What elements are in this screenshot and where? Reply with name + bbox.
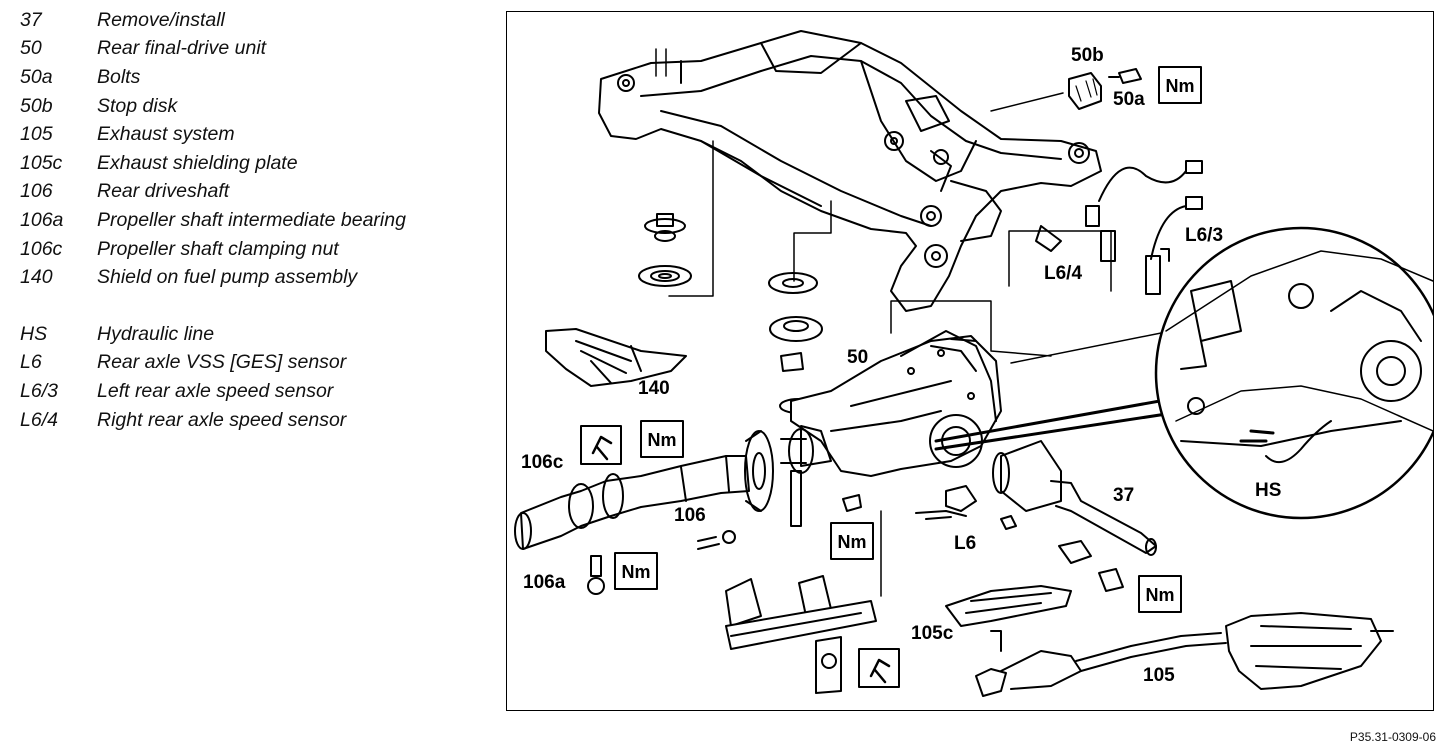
torque-icon: Nm [1158, 66, 1202, 104]
label-37: 37 [1113, 485, 1134, 506]
legend-row: 106a Propeller shaft intermediate bearing [20, 206, 490, 235]
diagram-frame: Nm Nm Nm Nm Nm 50b 50a L6/3 L6/4 140 50 … [506, 11, 1434, 711]
legend-row: 50a Bolts [20, 63, 490, 92]
label-l6-3: L6/3 [1185, 225, 1223, 246]
legend-code: 105c [20, 151, 63, 174]
rear-axle-vss-sensor [915, 485, 1124, 592]
legend-row: 50 Rear final-drive unit [20, 35, 490, 64]
torque-boxes: Nm Nm Nm Nm Nm [580, 66, 1202, 688]
legend-desc: Exhaust system [97, 123, 235, 146]
drive-flange [780, 428, 862, 527]
legend-desc: Bolts [97, 65, 141, 88]
legend-row: HS Hydraulic line [20, 320, 490, 349]
legend: 37 Remove/install 50 Rear final-drive unit… [20, 6, 490, 434]
label-106c: 106c [521, 452, 564, 473]
rear-axle-carrier [598, 30, 1102, 312]
label-50: 50 [847, 347, 868, 368]
legend-row: L6/3 Left rear axle speed sensor [20, 377, 490, 406]
torque-icon: Nm [1138, 575, 1182, 613]
legend-row: 140 Shield on fuel pump assembly [20, 263, 490, 292]
label-105: 105 [1143, 665, 1175, 686]
left-rear-axle-speed-sensor [1145, 196, 1203, 295]
legend-row: L6/4 Right rear axle speed sensor [20, 406, 490, 435]
legend-desc: Hydraulic line [97, 322, 215, 345]
fuel-pump-shield-140 [545, 328, 687, 387]
legend-desc: Rear final-drive unit [97, 37, 267, 60]
label-50a: 50a [1113, 89, 1145, 110]
legend-desc: Rear driveshaft [97, 180, 230, 203]
torque-text: Nm [647, 430, 676, 450]
rear-driveshaft-106 [514, 430, 774, 595]
legend-row: 106c Propeller shaft clamping nut [20, 235, 490, 264]
legend-row: 50b Stop disk [20, 92, 490, 121]
legend-code: 106a [20, 208, 64, 231]
legend-desc: Remove/install [97, 8, 225, 31]
legend-row: L6 Rear axle VSS [GES] sensor [20, 349, 490, 378]
exhaust-system-105 [975, 612, 1394, 697]
legend-code: L6 [20, 351, 42, 374]
exploded-view-diagram: Nm Nm Nm Nm Nm 50b 50a L6/3 L6/4 140 50 … [514, 30, 1433, 697]
label-l6: L6 [954, 533, 976, 554]
bolt-50a [1108, 68, 1142, 84]
legend-row: 105 Exhaust system [20, 120, 490, 149]
torque-icon: Nm [830, 522, 874, 560]
tool-icon [858, 648, 900, 688]
legend-desc: Exhaust shielding plate [97, 151, 298, 174]
right-rear-axle-speed-sensor [1098, 160, 1203, 262]
legend-code: L6/4 [20, 408, 58, 431]
torque-text: Nm [1165, 76, 1194, 96]
callout-labels: 50b 50a L6/3 L6/4 140 50 106c 106 106a 3… [521, 45, 1281, 686]
label-106: 106 [674, 505, 706, 526]
legend-code: 50a [20, 65, 53, 88]
legend-desc: Stop disk [97, 94, 178, 117]
legend-code: 50 [20, 37, 42, 60]
torque-text: Nm [621, 562, 650, 582]
legend-code: 37 [20, 8, 42, 31]
legend-code: 106 [20, 180, 53, 203]
legend-desc: Rear axle VSS [GES] sensor [97, 351, 347, 374]
detail-magnifier [934, 226, 1433, 520]
legend-row: 105c Exhaust shielding plate [20, 149, 490, 178]
stop-disk-50b [1068, 72, 1102, 110]
legend-desc: Shield on fuel pump assembly [97, 266, 358, 289]
rear-final-drive-unit [790, 330, 1002, 477]
label-l6-4: L6/4 [1044, 263, 1082, 284]
label-105c: 105c [911, 623, 954, 644]
tool-icon [580, 425, 622, 465]
label-50b: 50b [1071, 45, 1104, 66]
torque-icon: Nm [614, 552, 658, 590]
legend-row: 37 Remove/install [20, 6, 490, 35]
legend-desc: Propeller shaft clamping nut [97, 237, 339, 260]
leader-lines [668, 92, 1172, 597]
legend-code: 106c [20, 237, 63, 260]
exhaust-shielding-plate-105c [945, 585, 1072, 652]
legend-row: 106 Rear driveshaft [20, 178, 490, 207]
legend-code: HS [20, 322, 48, 345]
legend-code: L6/3 [20, 379, 58, 402]
torque-icon: Nm [640, 420, 684, 458]
legend-code: 140 [20, 266, 53, 289]
legend-desc: Left rear axle speed sensor [97, 379, 334, 402]
legend-code: 50b [20, 94, 53, 117]
label-106a: 106a [523, 572, 566, 593]
legend-desc: Propeller shaft intermediate bearing [97, 208, 406, 231]
legend-desc: Right rear axle speed sensor [97, 408, 347, 431]
label-140: 140 [638, 378, 670, 399]
legend-code: 105 [20, 123, 53, 146]
axle-shaft-37 [992, 440, 1157, 556]
figure-reference: P35.31-0309-06 [1349, 730, 1436, 744]
torque-text: Nm [1145, 585, 1174, 605]
torque-text: Nm [837, 532, 866, 552]
label-hs: HS [1255, 480, 1281, 501]
crossmember-bracket [725, 575, 877, 694]
